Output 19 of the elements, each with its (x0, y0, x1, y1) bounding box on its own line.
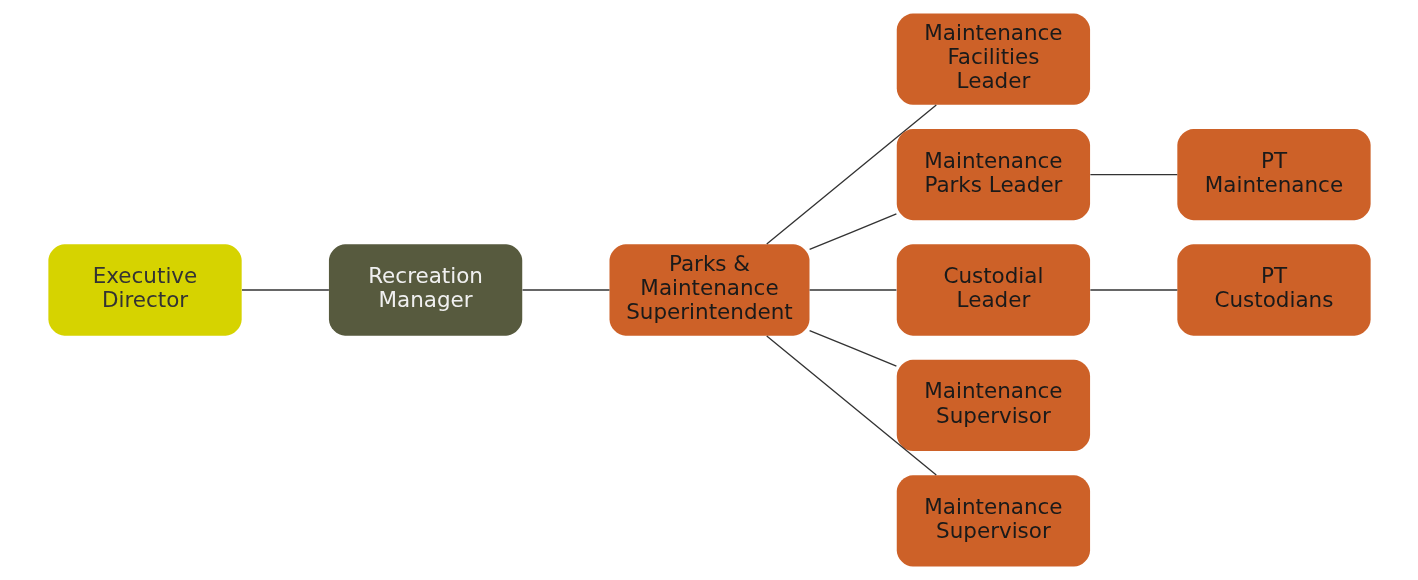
connector (1089, 289, 1178, 291)
node-box: Executive Director (47, 244, 242, 336)
connector (765, 335, 937, 476)
connector (1089, 173, 1178, 176)
connector (808, 289, 897, 291)
node-box: Maintenance Supervisor (896, 359, 1090, 452)
node-box: PT Custodians (1176, 244, 1371, 336)
node-box: PT Maintenance (1176, 128, 1371, 221)
node-box: Custodial Leader (896, 244, 1090, 336)
connector (808, 213, 897, 251)
node-box: Maintenance Parks Leader (896, 128, 1090, 221)
connector (521, 289, 610, 291)
connector (240, 289, 330, 291)
connector (765, 104, 937, 245)
node-box: Recreation Manager (328, 244, 522, 336)
node-box: Maintenance Facilities Leader (896, 13, 1090, 105)
connector (808, 329, 897, 367)
node-box: Maintenance Supervisor (896, 475, 1090, 567)
node-box: Parks & Maintenance Superintendent (609, 244, 809, 336)
